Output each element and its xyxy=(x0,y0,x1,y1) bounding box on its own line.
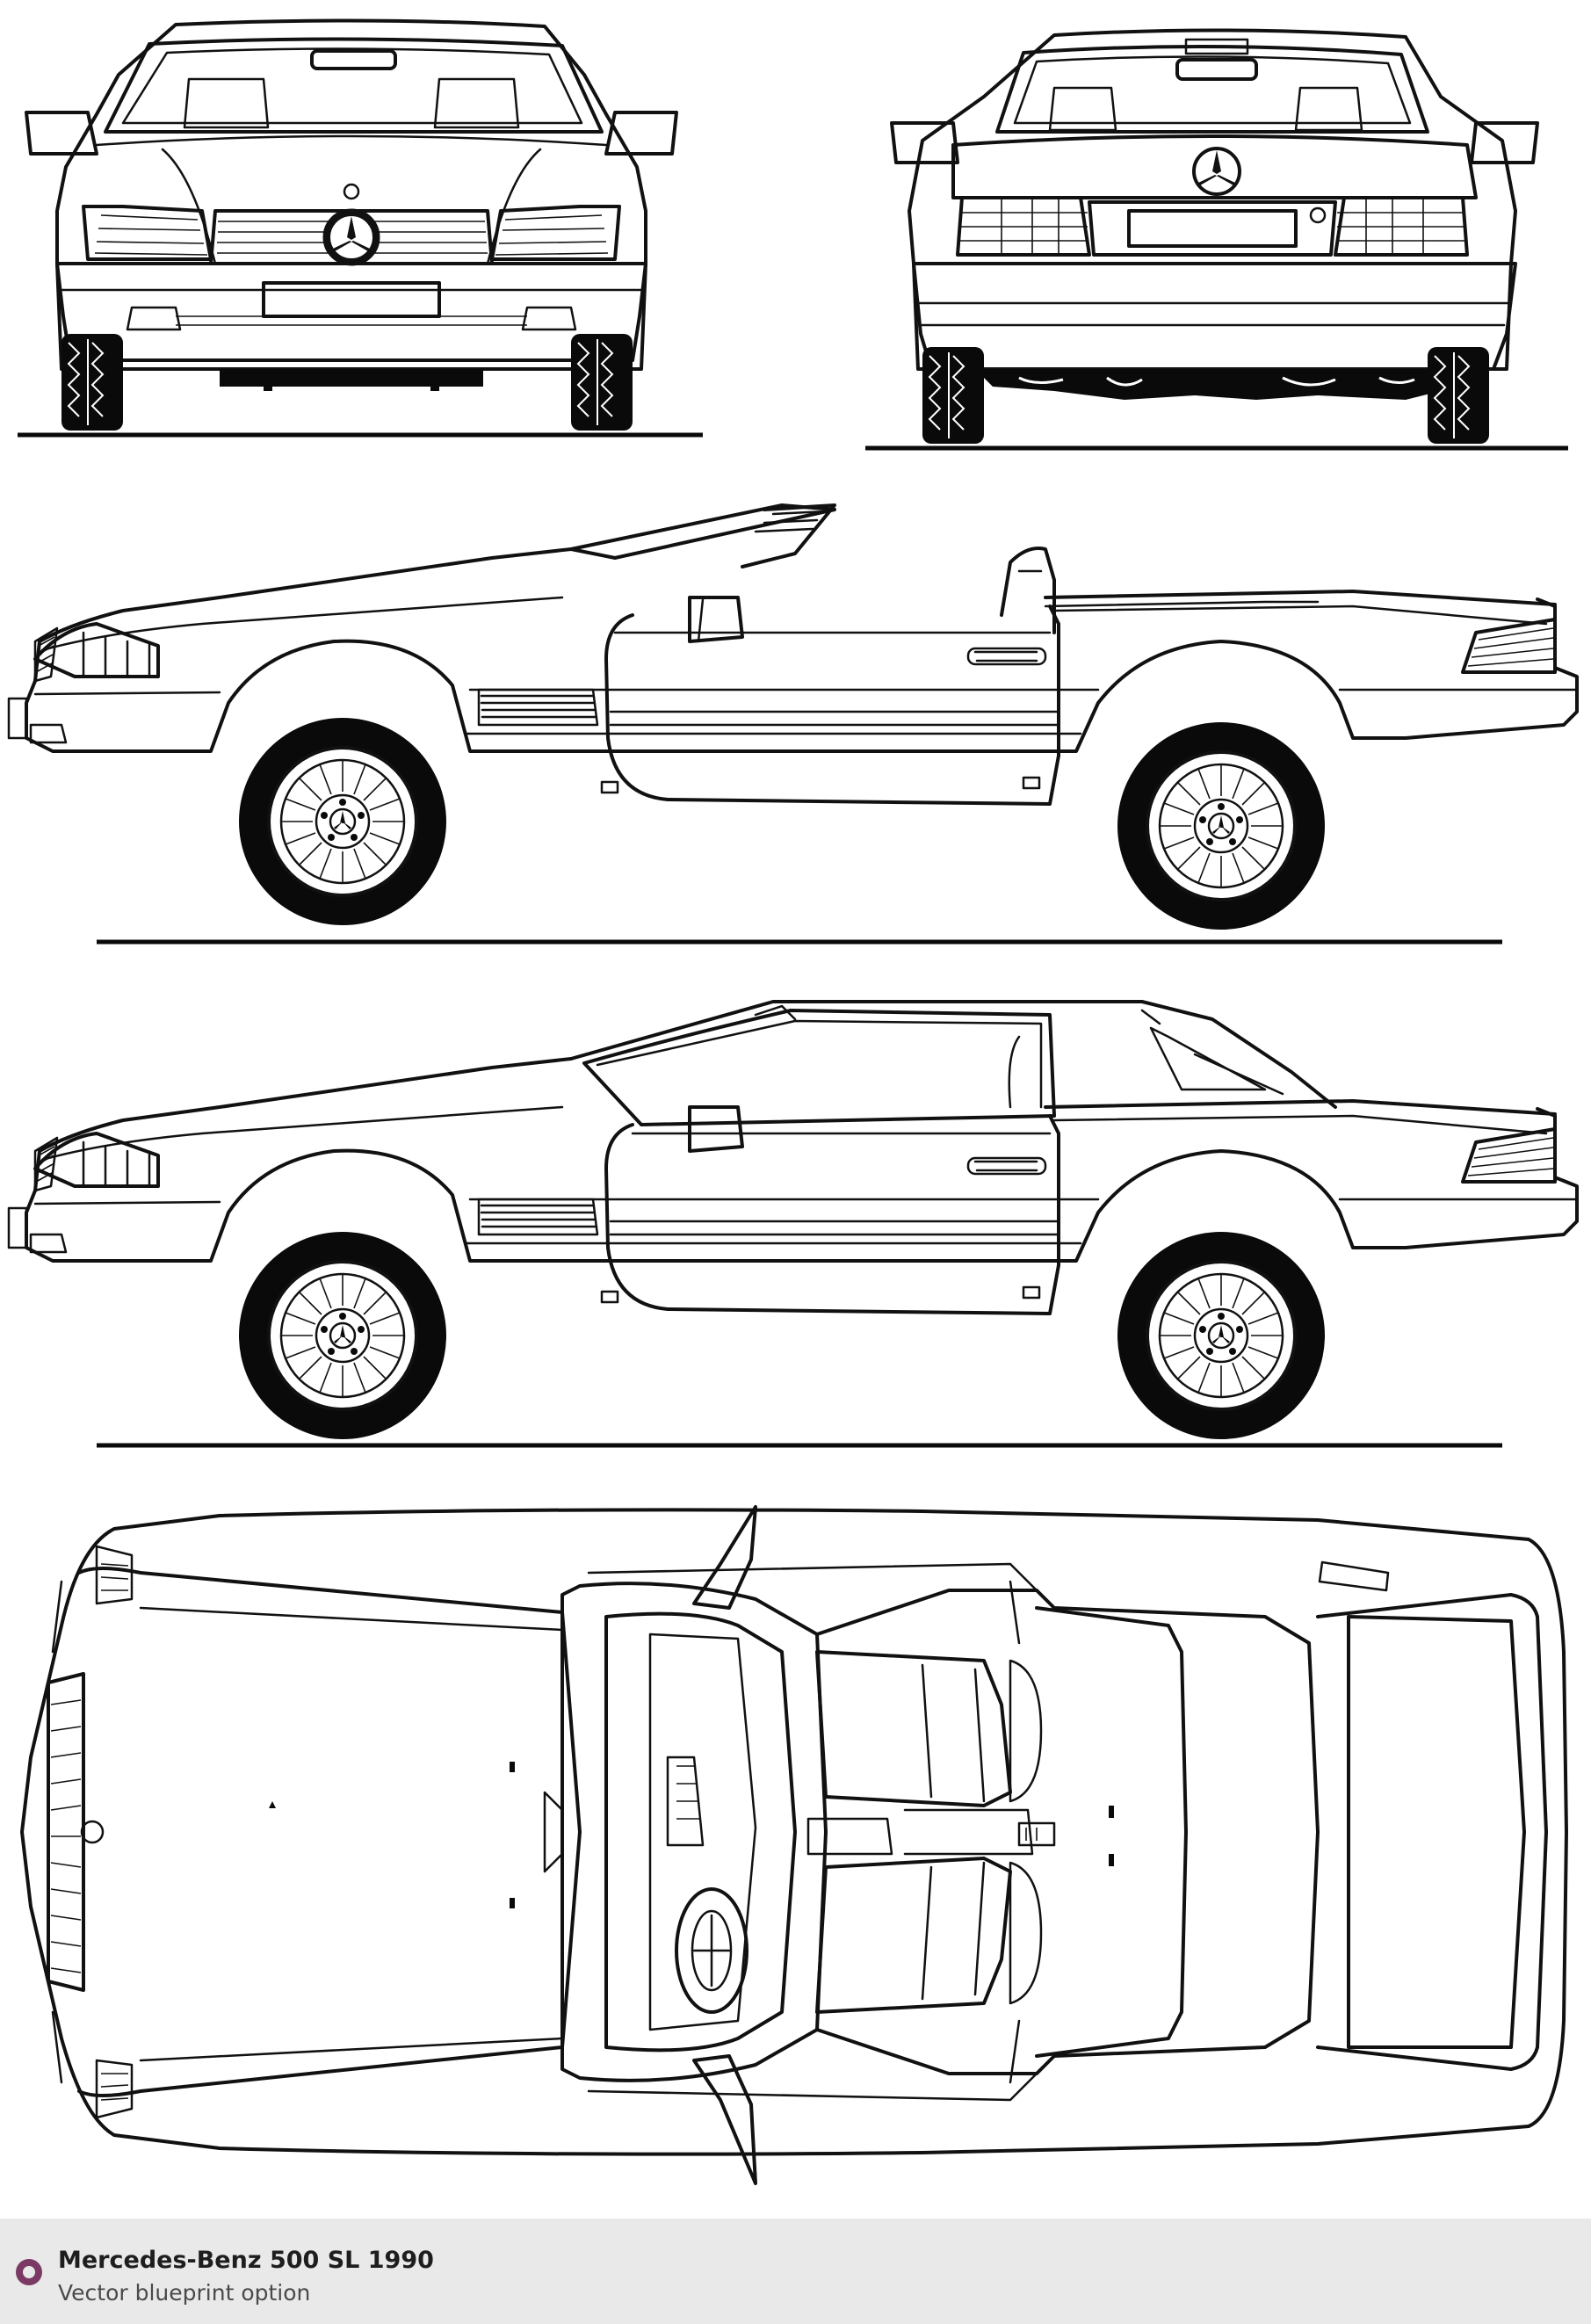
front-wheel-convertible xyxy=(237,716,448,927)
rear-view xyxy=(865,28,1568,451)
rear-wheel-convertible xyxy=(1116,720,1327,931)
top-view xyxy=(20,1505,1568,2185)
front-view xyxy=(18,18,703,438)
side-view-convertible xyxy=(7,503,1579,806)
rear-wheel-hardtop xyxy=(1116,1230,1327,1441)
brand-badge-icon xyxy=(16,2259,42,2285)
footer-bar: Mercedes-Benz 500 SL 1990 Vector bluepri… xyxy=(0,2219,1591,2324)
blueprint-subtitle: Vector blueprint option xyxy=(58,2280,311,2306)
blueprint-drawing xyxy=(7,18,1579,2185)
blueprint-title: Mercedes-Benz 500 SL 1990 xyxy=(58,2247,434,2274)
side-view-hardtop xyxy=(7,1000,1579,1315)
front-wheel-hardtop xyxy=(237,1230,448,1441)
